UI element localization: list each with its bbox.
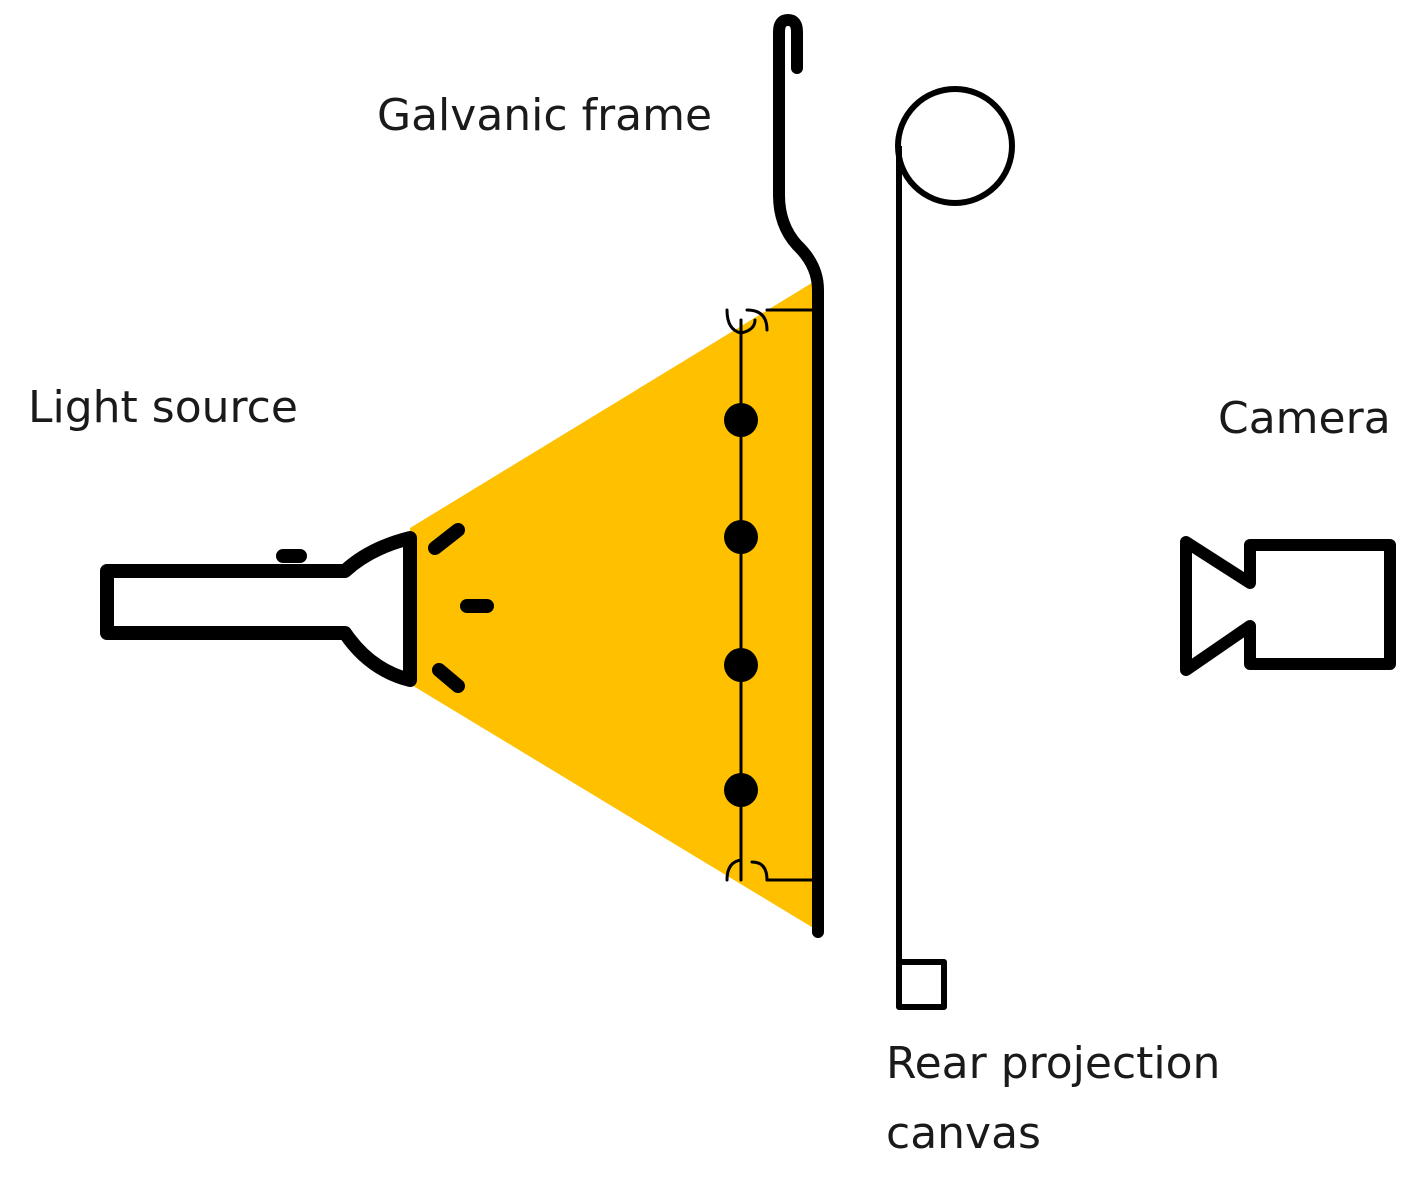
galvanic-frame xyxy=(773,14,824,938)
camera-label: Camera xyxy=(1218,393,1391,444)
rear-projection-label-line1: Rear projection xyxy=(886,1038,1221,1089)
flashlight-icon xyxy=(100,523,494,693)
galvanic-frame-label: Galvanic frame xyxy=(377,90,713,141)
rear-projection-label-line2: canvas xyxy=(886,1108,1041,1159)
light-source-label: Light source xyxy=(28,382,298,433)
sample-dots xyxy=(724,403,758,807)
light-beam xyxy=(410,278,820,932)
video-camera-icon xyxy=(1180,536,1396,676)
rear-projection-canvas xyxy=(895,86,1015,1010)
